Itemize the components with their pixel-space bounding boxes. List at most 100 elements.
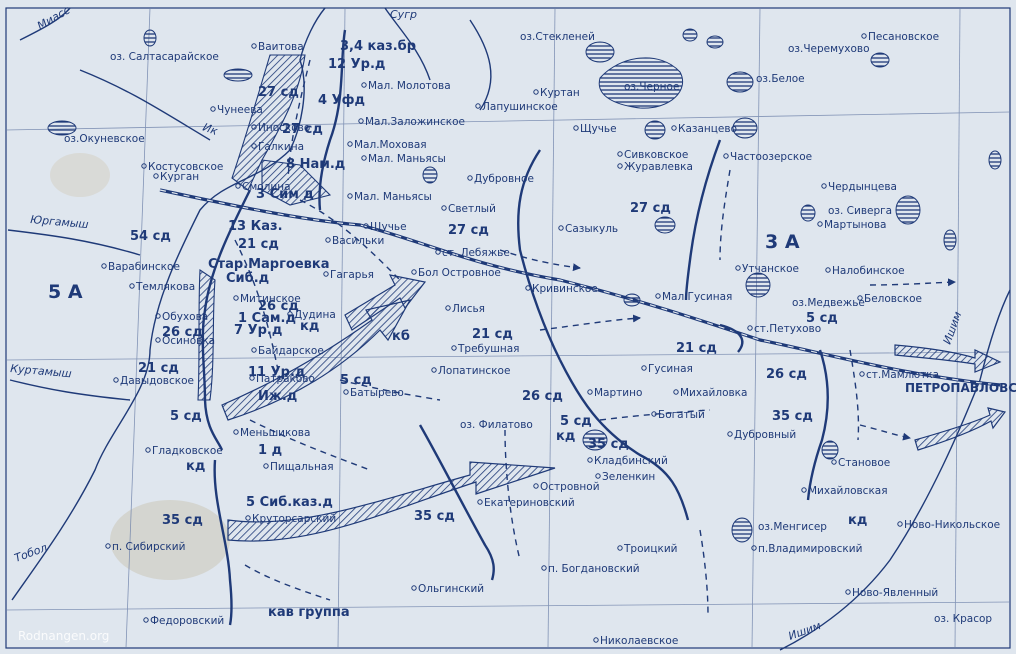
unit-label: 27 сд [258,85,299,100]
place-label: Васильки [332,235,384,247]
lake-label: оз.Медвежье [792,297,865,309]
settlement-marker [533,483,539,489]
place-label: Гусиная [648,363,693,375]
settlement-marker [445,305,451,311]
dashed-route [339,379,441,401]
settlement-marker [477,499,483,505]
front-line-petukhovo [719,323,744,353]
river-label: Сугр [390,8,417,21]
railway [159,188,1001,387]
lake-label: оз.Стекленей [520,31,595,43]
lake-small [654,216,676,234]
place-label: Сазыкуль [565,223,618,235]
settlement-marker [141,163,147,169]
settlement-marker [595,473,601,479]
lake-saltasaraiskoe [223,68,253,82]
settlement-marker [361,82,367,88]
dashed-route [869,278,956,287]
arrow-east-lower [914,407,1007,451]
front-line-center-south [418,424,495,581]
army-label: 5 А [48,281,83,303]
settlement-marker [821,183,827,189]
place-label: Чердынцева [828,181,897,193]
front-line-east-mid [558,359,690,521]
lake-shchuchye [644,120,666,140]
place-label: Лисья [452,303,485,315]
river-yurgamysh [7,229,141,256]
dashed-route [299,199,401,281]
place-label: Утчанское [742,263,799,275]
place-label: Журавлевка [624,161,693,173]
settlement-marker [101,263,107,269]
unit-label: 21 сд [472,327,513,342]
river-tobol [11,7,326,601]
river-label: Куртамыш [10,362,72,380]
settlement-marker [235,183,241,189]
place-label: Мал.Заложинское [365,116,465,128]
place-label: Обухова [162,311,208,323]
river-ik [79,69,211,141]
river-miass [19,7,71,41]
unit-label: Иж.д [258,389,297,404]
settlement-marker [735,265,741,271]
place-label: Требушная [457,343,519,355]
unit-label: кб [392,329,410,344]
lake-small [821,440,839,460]
place-label: Ново-Явленный [852,587,938,599]
settlement-marker [249,375,255,381]
unit-label: 5 Сиб.каз.д [246,495,333,510]
settlement-marker [673,389,679,395]
settlement-marker [617,163,623,169]
settlement-marker [587,389,593,395]
place-label: Екатериновский [484,497,575,509]
settlement-marker [651,411,657,417]
settlement-marker [245,515,251,521]
unit-label: 27 сд [630,201,671,216]
settlement-marker [263,463,269,469]
settlement-marker [143,617,149,623]
river-ishim [779,289,1011,651]
settlement-marker [723,153,729,159]
place-label: Ново-Никольское [904,519,1000,531]
place-label: п. Сибирский [112,541,185,553]
settlement-marker [825,267,831,273]
enemy-zones [197,54,332,401]
unit-label: 35 сд [772,409,813,424]
settlement-marker [845,589,851,595]
lake-label: оз.Окуневское [64,133,145,145]
place-label: Круторсарский [252,513,336,525]
lakes [47,28,1002,543]
unit-label: 3 Сим д [256,187,314,202]
unit-label: 7 Ур.д [234,323,282,338]
unit-label: 35 сд [414,509,455,524]
settlement-marker [435,249,441,255]
unit-label: кд [848,513,867,528]
settlement-marker [287,311,293,317]
place-label: Мал.Моховая [354,139,427,151]
unit-label: 27 сд [282,122,323,137]
lake-label: оз. Филатово [460,419,533,431]
lake-medvezhye [745,272,771,298]
settlement-marker [671,125,677,131]
settlement-marker [801,487,807,493]
lake-label: оз. Красор [934,613,992,625]
unit-label: 26 сд [162,325,203,340]
settlement-marker [251,124,257,130]
settlement-marker [751,545,757,551]
dashed-route [849,349,860,441]
place-label: Щучье [370,221,407,233]
dashed-route [719,169,731,261]
lake-small [422,166,438,184]
front-line-west [201,189,252,451]
settlement-marker [233,295,239,301]
settlement-marker [593,637,599,643]
settlement-marker [343,389,349,395]
settlement-marker [363,223,369,229]
unit-label: 3,4 каз.бр [340,39,416,54]
unit-label: кд [556,429,575,444]
place-label: Николаевское [600,635,678,647]
place-label: ст.Мамлютка [866,369,939,381]
city-label: ПЕТРОПАВЛОВСК [905,381,1016,395]
unit-label: 26 сд [258,299,299,314]
